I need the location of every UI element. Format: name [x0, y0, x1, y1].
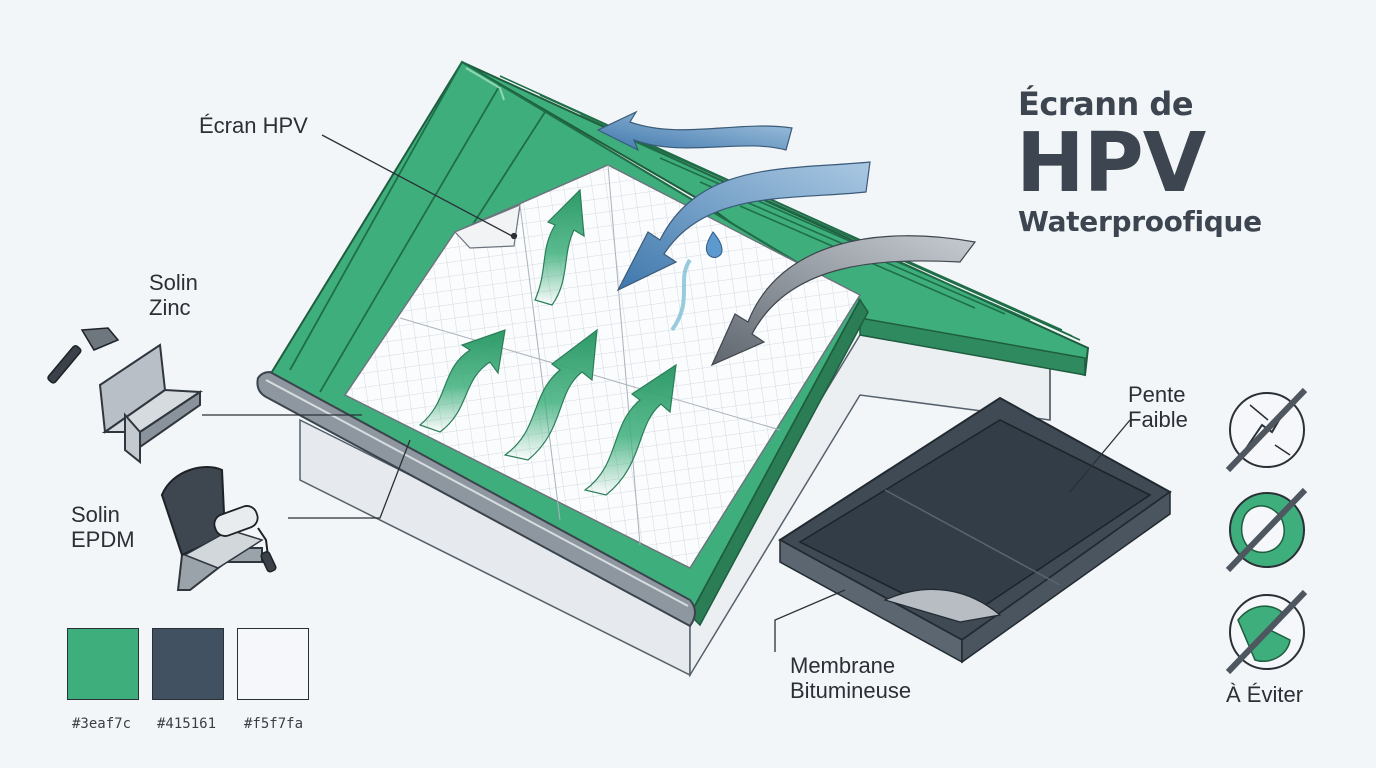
- title-block: Écrann de HPV Waterproofique: [1016, 85, 1262, 238]
- hammer-icon: [47, 327, 120, 384]
- swatch-code-white: #f5f7fa: [244, 716, 304, 732]
- swatch-slate: [152, 628, 224, 700]
- incoming-air-arrows: [596, 110, 977, 367]
- gutter: [256, 370, 696, 628]
- title-line-2: HPV: [1016, 116, 1206, 211]
- label-membrane-bitumineuse: Membrane Bitumineuse: [790, 653, 912, 703]
- swatch-code-slate: #415161: [157, 716, 217, 732]
- vapour-arrows: [418, 188, 677, 496]
- title-line-1: Écrann de: [1018, 85, 1194, 123]
- paint-roller-icon: [213, 505, 277, 573]
- label-solin-epdm: Solin EPDM: [71, 502, 135, 552]
- label-a-eviter: À Éviter: [1226, 682, 1304, 707]
- solin-epdm-detail: [160, 466, 264, 591]
- label-ecran-hpv: Écran HPV: [199, 113, 308, 138]
- title-line-3: Waterproofique: [1018, 205, 1262, 238]
- label-solin-zinc: Solin Zinc: [149, 270, 198, 320]
- swatch-green: [67, 628, 139, 700]
- leader-lines: [202, 134, 1131, 652]
- label-pente-faible: Pente Faible: [1128, 382, 1188, 432]
- swatch-white: [237, 628, 309, 700]
- no-mold-icon: [1225, 487, 1308, 573]
- no-cracked-surface-icon: [1225, 589, 1308, 675]
- swatch-code-green: #3eaf7c: [72, 716, 132, 732]
- solin-zinc-detail: [98, 343, 204, 465]
- no-torn-membrane-icon: [1225, 387, 1308, 473]
- flat-roof: [778, 396, 1172, 664]
